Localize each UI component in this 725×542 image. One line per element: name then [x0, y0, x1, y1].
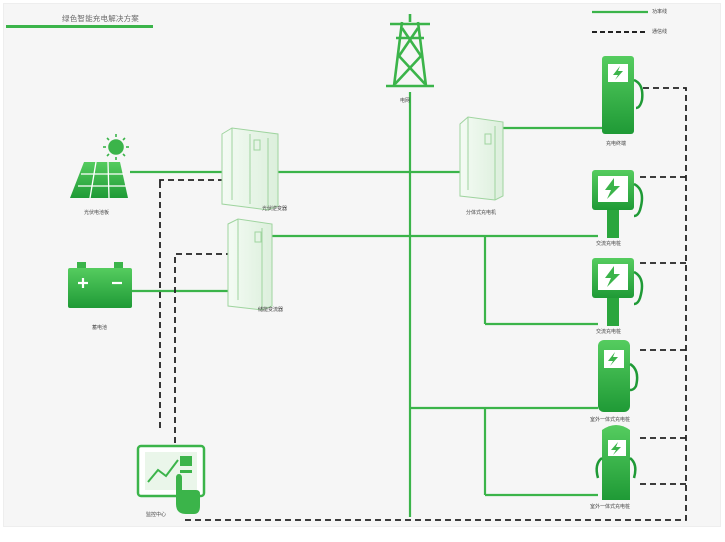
pv-panel-label: 光伏电池板 — [84, 210, 110, 216]
charge-terminal-icon — [602, 56, 644, 134]
outdoor-pile-1-icon — [598, 340, 639, 412]
pv-inverter-cabinet-icon — [221, 127, 279, 211]
sun-icon — [103, 134, 129, 160]
outdoor-pile-1-label: 室外一体式充电桩 — [590, 417, 631, 423]
ac-pile-1-icon — [592, 170, 644, 238]
comm-bottom-right — [185, 87, 687, 521]
comm-inverter — [159, 179, 232, 182]
comm-converter — [174, 253, 232, 446]
storage-converter-cabinet-icon — [227, 218, 273, 311]
comm-lines — [159, 87, 687, 521]
charge-terminal-label: 充电终端 — [606, 141, 627, 147]
outdoor-pile-2-icon — [595, 425, 637, 500]
solar-panel-icon — [70, 161, 128, 199]
battery-icon — [68, 262, 132, 308]
legend — [592, 10, 648, 33]
legend-power-label: 功率线 — [652, 9, 668, 15]
monitor-tablet-icon — [136, 444, 206, 514]
split-charger-cabinet-icon — [459, 116, 504, 201]
ac-pile-2-label: 交流充电桩 — [596, 329, 622, 335]
ac-pile-1-label: 交流充电桩 — [596, 241, 622, 247]
power-lines — [130, 92, 604, 517]
pv-inverter-label: 光伏逆变器 — [262, 206, 288, 212]
battery-label: 蓄电池 — [92, 325, 108, 331]
split-charger-label: 分体式充电机 — [466, 210, 497, 216]
storage-converter-label: 储能变流器 — [258, 307, 284, 313]
ac-pile-2-icon — [592, 258, 644, 326]
monitor-center-label: 监控中心 — [146, 512, 167, 518]
outdoor-pile-2-label: 室外一体式充电桩 — [590, 504, 631, 510]
grid-label: 电网 — [400, 98, 411, 104]
title-underline — [6, 25, 153, 28]
legend-comm-label: 通信线 — [652, 29, 668, 35]
diagram-title: 绿色智能充电解决方案 — [62, 14, 139, 23]
grid-tower-icon — [386, 14, 434, 88]
